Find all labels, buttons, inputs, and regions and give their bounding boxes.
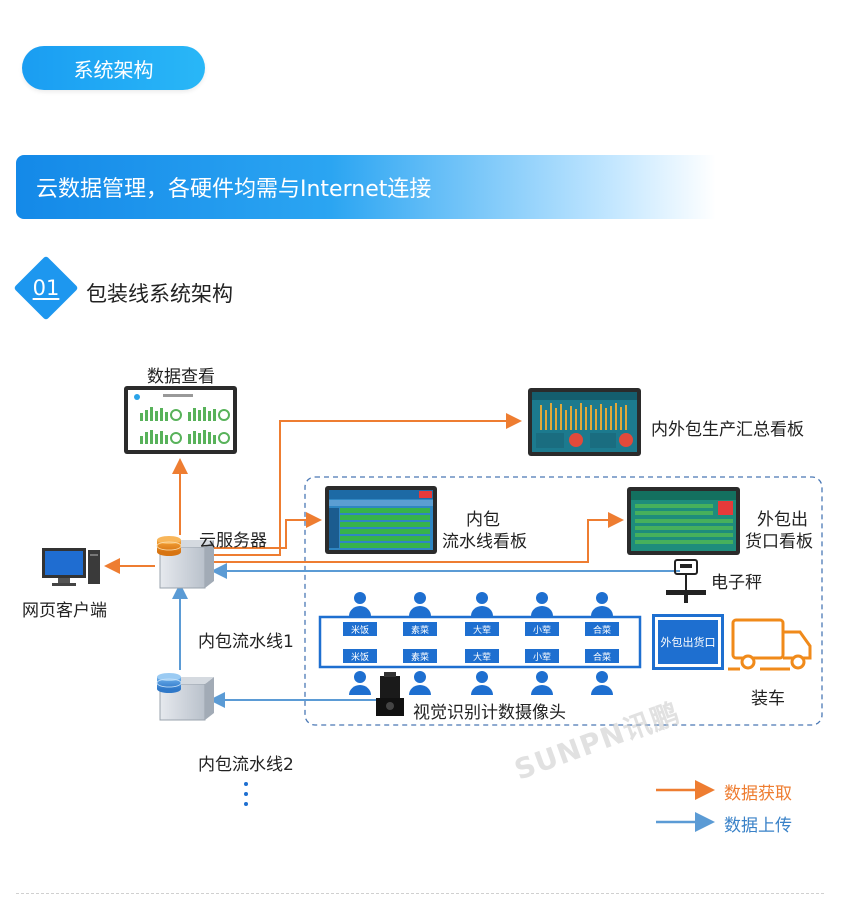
conveyor-belt (318, 615, 642, 669)
worker-icon (591, 592, 613, 616)
product-badge: 米饭 (343, 622, 377, 636)
loading-label: 装车 (751, 689, 785, 709)
workers (349, 592, 613, 695)
arrow-server-to-summary (208, 413, 522, 556)
summary-board-label: 内外包生产汇总看板 (651, 420, 804, 440)
scale-icon (666, 559, 706, 603)
camera-icon (376, 672, 404, 716)
product-badge: 合菜 (585, 622, 619, 636)
web-client-label: 网页客户端 (22, 601, 107, 621)
product-badge: 素菜 (403, 649, 437, 663)
section-number: 01 (32, 276, 60, 300)
inner-board-label-1: 内包 (466, 510, 500, 530)
legend-upload-label: 数据上传 (724, 816, 792, 836)
more-lines-dots (244, 782, 248, 812)
inner-board-monitor (325, 486, 437, 554)
dataview-monitor (124, 386, 237, 454)
worker-icon (531, 671, 553, 695)
worker-icon (531, 592, 553, 616)
outer-board-monitor (627, 487, 740, 555)
arrow-server-to-inner-board (208, 512, 322, 549)
section-title: 包装线系统架构 (86, 282, 233, 306)
worker-icon (409, 671, 431, 695)
line2-server (156, 673, 214, 721)
product-badge: 小荤 (525, 649, 559, 663)
section-pill: 系统架构 (22, 46, 205, 90)
inner-board-label-2: 流水线看板 (442, 532, 527, 552)
worker-icon (349, 671, 371, 695)
outer-board-label-2: 货口看板 (745, 532, 813, 552)
camera-label: 视觉识别计数摄像头 (413, 703, 566, 723)
worker-icon (471, 592, 493, 616)
product-badge: 素菜 (403, 622, 437, 636)
worker-icon (349, 592, 371, 616)
web-client-pc (42, 548, 100, 586)
legend-fetch-label: 数据获取 (724, 784, 792, 804)
dataview-label: 数据查看 (147, 367, 215, 387)
line1-label: 内包流水线1 (198, 632, 294, 652)
scale-label: 电子秤 (711, 573, 762, 593)
product-badge: 合菜 (585, 649, 619, 663)
cloud-server (156, 536, 214, 589)
truck-icon (728, 618, 812, 671)
worker-icon (591, 671, 613, 695)
worker-icon (409, 592, 431, 616)
out-port-box: 外包出货口 (652, 614, 724, 670)
product-badge: 米饭 (343, 649, 377, 663)
outer-board-label-1: 外包出 (757, 510, 808, 530)
summary-board-monitor (528, 388, 641, 456)
out-port-label: 外包出货口 (658, 620, 718, 664)
product-badge: 大荤 (465, 649, 499, 663)
bottom-divider (16, 893, 824, 894)
cloud-server-label: 云服务器 (199, 531, 267, 551)
line2-label: 内包流水线2 (198, 755, 294, 775)
banner: 云数据管理，各硬件均需与Internet连接 (16, 155, 716, 219)
worker-icon (471, 671, 493, 695)
product-badge: 大荤 (465, 622, 499, 636)
product-badge: 小荤 (525, 622, 559, 636)
arrow-server-to-outer-board (208, 512, 624, 563)
